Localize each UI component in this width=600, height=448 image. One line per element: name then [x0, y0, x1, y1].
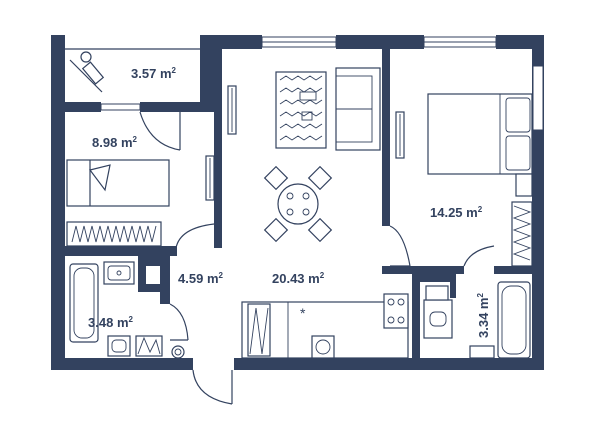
- stove: [383, 293, 409, 329]
- room-area-hallway: 4.59 m2: [178, 271, 224, 286]
- toilet-left: [107, 335, 131, 357]
- room-area-bathroom-right: 3.34 m2: [476, 293, 491, 339]
- balcony: [65, 48, 200, 151]
- sink-right: [469, 345, 495, 359]
- bed-master: [427, 93, 533, 175]
- bathroom-right: [423, 281, 531, 359]
- wardrobe-master: [511, 201, 533, 267]
- room-area-bathroom-left: 3.48 m2: [88, 315, 134, 330]
- dining-table: [263, 165, 333, 243]
- snowflake-icon: *: [300, 305, 306, 321]
- room-area-living-kitchen: 20.43 m2: [272, 271, 325, 286]
- room-area-bedroom-master: 14.25 m2: [430, 205, 483, 220]
- bedroom-master: [389, 93, 533, 267]
- bathtub-right: [497, 281, 531, 359]
- bathroom-left: [69, 261, 185, 359]
- cistern: [425, 285, 449, 301]
- lamp-icon: [69, 51, 105, 93]
- sofa: [335, 67, 381, 151]
- bathtub-left: [69, 263, 99, 343]
- area-labels: 3.57 m2 8.98 m2 4.59 m2 20.43 m2 14.25 m…: [88, 66, 491, 338]
- kitchen-sink: [311, 335, 335, 359]
- living-kitchen: *: [227, 67, 409, 359]
- outer-walls: [51, 35, 544, 370]
- bed-small: [66, 159, 170, 207]
- window-right: [532, 65, 544, 131]
- balcony-door-window: [100, 103, 141, 111]
- hallway: [169, 223, 233, 405]
- room-area-balcony: 3.57 m2: [131, 66, 177, 81]
- bedroom-small: [66, 155, 215, 247]
- boiler-icon: [171, 345, 185, 359]
- room-area-bedroom-small: 8.98 m2: [92, 135, 138, 150]
- nightstand: [515, 173, 533, 197]
- kitchen-counter: *: [241, 293, 409, 359]
- rug: [275, 71, 327, 149]
- interior-walls: [65, 35, 534, 358]
- toilet-right: [423, 299, 453, 339]
- sink-left: [103, 261, 135, 285]
